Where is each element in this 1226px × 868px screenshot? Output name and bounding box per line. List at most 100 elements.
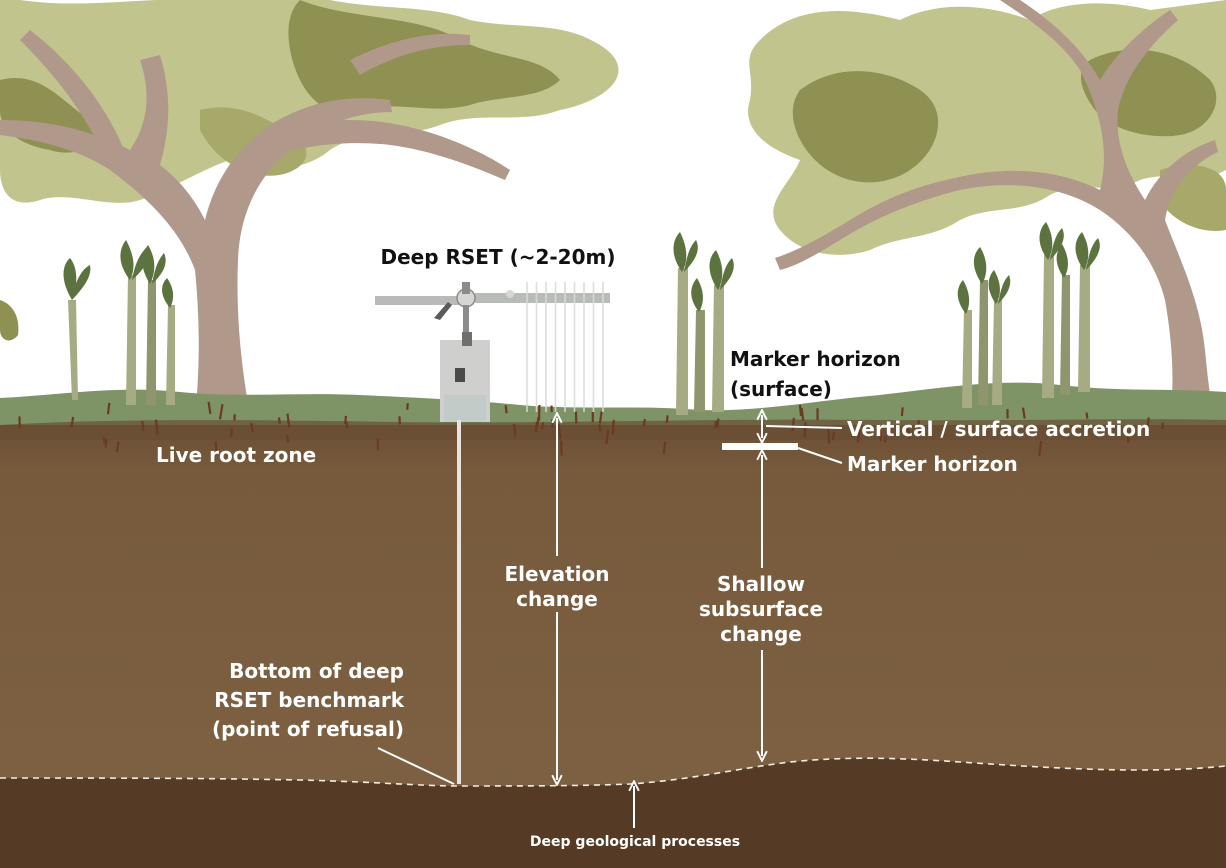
shallow-subsurface-label-3: change xyxy=(720,622,802,646)
rset-bar-right xyxy=(475,293,610,303)
elevation-change-sublabel: change xyxy=(516,587,598,611)
root-peg xyxy=(207,401,212,415)
root-peg xyxy=(1083,424,1086,432)
soil-layer xyxy=(0,425,1226,805)
deep-rset-label: Deep RSET (~2-20m) xyxy=(380,245,615,269)
root-peg xyxy=(900,407,904,417)
root-peg xyxy=(591,412,594,423)
mangrove-seedling-icon xyxy=(673,232,698,415)
root-peg xyxy=(398,416,401,425)
root-peg xyxy=(714,420,718,429)
root-peg xyxy=(541,422,545,430)
root-peg xyxy=(18,416,21,429)
root-peg xyxy=(560,440,563,456)
root-peg xyxy=(662,441,667,455)
root-peg xyxy=(1161,422,1164,429)
root-peg xyxy=(233,414,236,421)
root-peg xyxy=(106,402,111,415)
root-peg xyxy=(598,411,603,424)
root-peg xyxy=(504,405,508,414)
root-peg xyxy=(70,416,75,428)
root-peg xyxy=(550,405,553,413)
root-peg xyxy=(557,423,562,439)
root-peg xyxy=(605,430,610,445)
mangrove-seedling-icon xyxy=(63,258,91,400)
root-peg xyxy=(665,415,669,423)
root-peg xyxy=(1006,409,1009,419)
elevation-change-label: Elevation xyxy=(504,562,609,586)
root-peg xyxy=(1085,412,1089,419)
root-peg xyxy=(154,419,159,436)
mangrove-seedling-icon xyxy=(1056,244,1070,395)
root-peg xyxy=(716,418,720,428)
root-peg xyxy=(803,422,807,438)
bottom-benchmark-label-3: (point of refusal) xyxy=(212,717,404,741)
geological-boundary-line xyxy=(0,757,1226,787)
mangrove-seedlings xyxy=(63,222,1100,415)
right-tree-trunk xyxy=(775,0,1218,420)
mangrove-seedling-icon xyxy=(957,280,972,408)
marker-horizon-label: Marker horizon xyxy=(847,452,1018,476)
root-peg xyxy=(406,403,409,410)
root-peg xyxy=(917,419,921,434)
deep-geological-layer xyxy=(0,758,1226,868)
marker-horizon-surface-sublabel: (surface) xyxy=(730,377,832,401)
root-peg xyxy=(856,429,861,443)
marker-horizon-surface-label: Marker horizon xyxy=(730,347,901,371)
root-peg xyxy=(104,439,108,448)
root-peg xyxy=(1145,417,1150,433)
mangrove-seedling-icon xyxy=(709,250,734,412)
root-peg xyxy=(642,418,646,427)
root-peg xyxy=(285,434,290,443)
root-peg xyxy=(800,407,805,421)
root-peg xyxy=(884,436,887,443)
mangrove-seedling-icon xyxy=(973,247,988,405)
root-peg xyxy=(513,423,517,437)
root-pegs xyxy=(18,401,1164,457)
root-peg xyxy=(831,431,836,441)
mangrove-seedling-icon xyxy=(1075,232,1100,392)
root-peg xyxy=(611,419,615,435)
bottom-benchmark-label-2: RSET benchmark xyxy=(214,688,404,712)
root-peg xyxy=(230,428,233,437)
bottom-benchmark-label: Bottom of deep xyxy=(229,659,404,683)
mangrove-seedling-icon xyxy=(988,270,1011,405)
shallow-subsurface-label: Shallow xyxy=(717,572,805,596)
root-peg xyxy=(1126,430,1130,444)
deep-geological-label: Deep geological processes xyxy=(530,834,740,850)
root-peg xyxy=(816,408,819,420)
root-peg xyxy=(277,417,281,424)
root-peg xyxy=(574,411,578,424)
rset-instrument-icon xyxy=(375,282,610,784)
root-peg xyxy=(878,425,883,442)
root-peg xyxy=(376,438,380,451)
root-peg xyxy=(598,424,602,432)
root-peg xyxy=(286,413,291,428)
left-tree-trunk xyxy=(0,30,510,415)
root-peg xyxy=(102,436,106,444)
mangrove-seedling-icon xyxy=(142,245,166,405)
root-peg xyxy=(1021,407,1026,419)
root-peg xyxy=(827,427,831,444)
root-peg xyxy=(920,427,924,436)
root-peg xyxy=(1038,440,1043,457)
vertical-accretion-label: Vertical / surface accretion xyxy=(847,417,1150,441)
root-peg xyxy=(214,441,218,452)
root-peg xyxy=(250,422,254,433)
mangrove-seedling-icon xyxy=(162,278,175,405)
root-peg xyxy=(115,441,120,453)
rset-pins xyxy=(526,282,604,412)
rset-bar-left xyxy=(375,296,463,305)
vertical-accretion-arrow xyxy=(762,415,843,438)
root-peg xyxy=(537,405,541,421)
root-peg xyxy=(906,427,911,439)
root-peg xyxy=(140,420,145,432)
bottom-benchmark-leader xyxy=(377,747,455,785)
mangrove-seedling-icon xyxy=(1039,222,1064,398)
live-root-zone-label: Live root zone xyxy=(156,443,316,467)
root-peg xyxy=(791,417,795,432)
marker-horizon-bar xyxy=(722,443,798,450)
root-peg xyxy=(218,404,224,420)
